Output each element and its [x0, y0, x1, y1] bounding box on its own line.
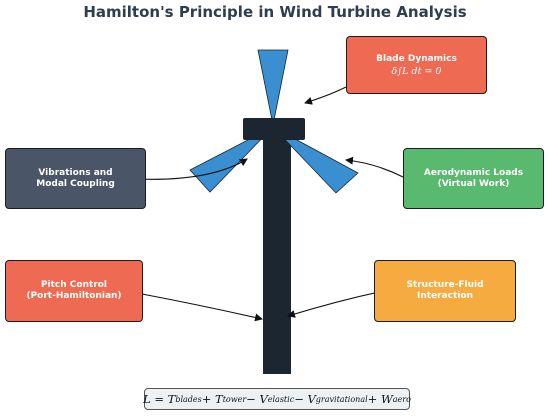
structure-fluid-line1: Structure-Fluid [406, 280, 484, 290]
aero-loads-line1: Aerodynamic Loads [423, 167, 524, 178]
arrow-structure-fluid [287, 289, 389, 318]
pitch-control-line2: (Port-Hamiltonian) [26, 291, 122, 301]
diagram-title: Hamilton's Principle in Wind Turbine Ana… [83, 3, 467, 21]
blade-dynamics-label: Blade Dynamics [376, 53, 457, 64]
pitch-control-line1: Pitch Control [40, 280, 108, 290]
blade-dynamics-formula: δ∫L dt = 0 [391, 65, 442, 77]
aero-loads-line2: (Virtual Work) [437, 178, 510, 189]
aero-loads-box: Aerodynamic Loads (Virtual Work) [403, 148, 544, 209]
arrow-blade-dynamics [304, 86, 347, 105]
vibrations-box: Vibrations and Modal Coupling [5, 148, 146, 209]
blade-right [272, 126, 359, 194]
arrow-aero-loads [345, 156, 404, 178]
blade-dynamics-box: Blade Dynamics δ∫L dt = 0 [346, 36, 487, 94]
arrow-pitch-control [141, 293, 263, 322]
structure-fluid-line2: Interaction [417, 291, 473, 301]
arrow-vibrations [134, 158, 248, 180]
blade-top [257, 49, 289, 126]
nacelle [243, 118, 305, 140]
structure-fluid-box: Structure-Fluid Interaction [374, 260, 516, 322]
tower [263, 130, 291, 374]
vibrations-line1: Vibrations and [38, 167, 113, 178]
pitch-control-box: Pitch Control (Port-Hamiltonian) [5, 260, 143, 322]
vibrations-line2: Modal Coupling [36, 178, 115, 189]
